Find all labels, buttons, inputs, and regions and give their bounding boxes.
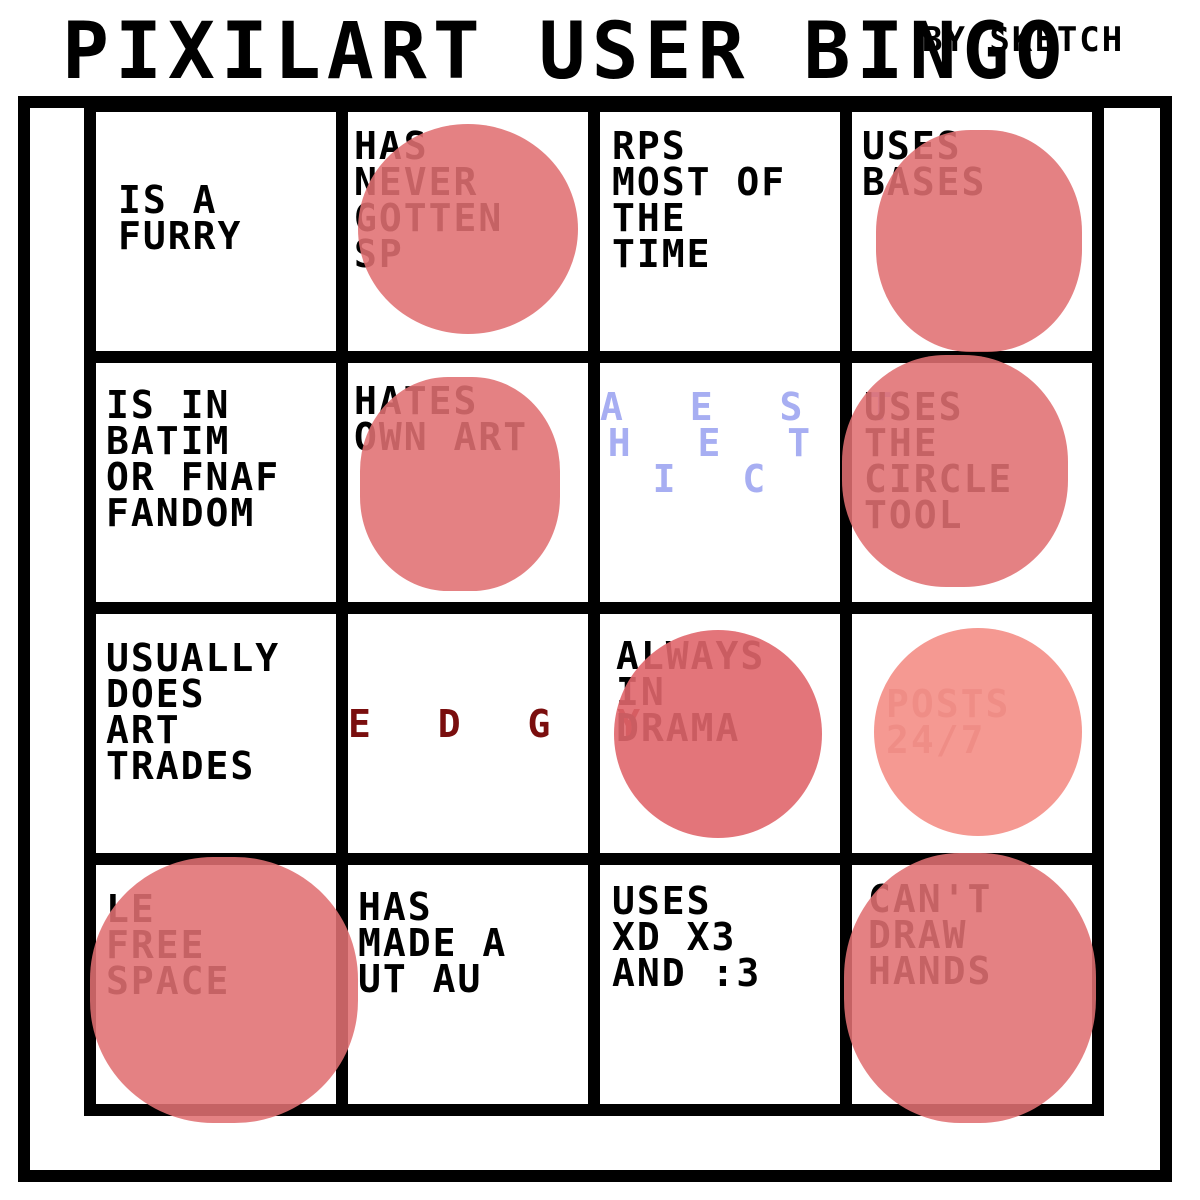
bingo-board: IS A FURRY HAS NEVER GOTTEN SP RPS MOST …	[84, 100, 1104, 1123]
cell-label: IS A FURRY	[118, 178, 243, 258]
bingo-cell-is-a-furry[interactable]: IS A FURRY	[96, 112, 336, 351]
cell-label: HAS MADE A UT AU	[358, 885, 508, 1001]
bingo-cell-always-in-drama[interactable]: ALWAYS IN DRAMA	[600, 614, 840, 853]
bingo-cell-rps-most-of-the-time[interactable]: RPS MOST OF THE TIME	[600, 112, 840, 351]
bingo-cell-edgy[interactable]: E D G Y	[348, 614, 663, 853]
page-title: PIXILART USER BINGO	[62, 7, 1069, 97]
bingo-cell-aesthetic[interactable]: A E S T H E T I C	[600, 363, 892, 602]
cell-label: HAS NEVER GOTTEN SP	[354, 124, 504, 276]
bingo-cell-uses-circle-tool[interactable]: USES THE CIRCLE TOOL	[842, 355, 1092, 602]
cell-label: USES XD X3 AND :3	[612, 879, 762, 995]
bingo-cell-made-ut-au[interactable]: HAS MADE A UT AU	[348, 865, 588, 1104]
cell-label: POSTS 24/7	[886, 682, 1011, 762]
bingo-cell-le-free-space[interactable]: LE FREE SPACE	[90, 857, 358, 1123]
bingo-cell-uses-xd-x3[interactable]: USES XD X3 AND :3	[600, 865, 840, 1104]
bingo-cell-batim-or-fnaf[interactable]: IS IN BATIM OR FNAF FANDOM	[96, 363, 336, 602]
cell-label: LE FREE SPACE	[106, 887, 231, 1003]
bingo-cell-never-gotten-sp[interactable]: HAS NEVER GOTTEN SP	[348, 112, 588, 351]
cell-label: IS IN BATIM OR FNAF FANDOM	[106, 383, 281, 535]
cell-label: USES BASES	[862, 124, 987, 204]
cell-label: A E S T H E T I C	[600, 385, 892, 501]
cell-label: USUALLY DOES ART TRADES	[106, 636, 281, 788]
cell-label: E D G Y	[348, 702, 663, 746]
cell-label: HATES OWN ART	[354, 379, 529, 459]
bingo-cell-posts-24-7[interactable]: POSTS 24/7	[852, 614, 1092, 853]
cell-label: USES THE CIRCLE TOOL	[864, 385, 1014, 537]
bingo-cell-cant-draw-hands[interactable]: CAN'T DRAW HANDS	[844, 853, 1096, 1123]
author-byline: BY SKETCH	[922, 20, 1125, 60]
bingo-cell-usually-art-trades[interactable]: USUALLY DOES ART TRADES	[96, 614, 336, 853]
cell-label: RPS MOST OF THE TIME	[612, 124, 787, 276]
bingo-cell-hates-own-art[interactable]: HATES OWN ART	[348, 363, 588, 602]
bingo-cell-uses-bases[interactable]: USES BASES	[852, 112, 1092, 352]
cell-label: CAN'T DRAW HANDS	[868, 877, 993, 993]
cell-label: ALWAYS IN DRAMA	[616, 634, 766, 750]
